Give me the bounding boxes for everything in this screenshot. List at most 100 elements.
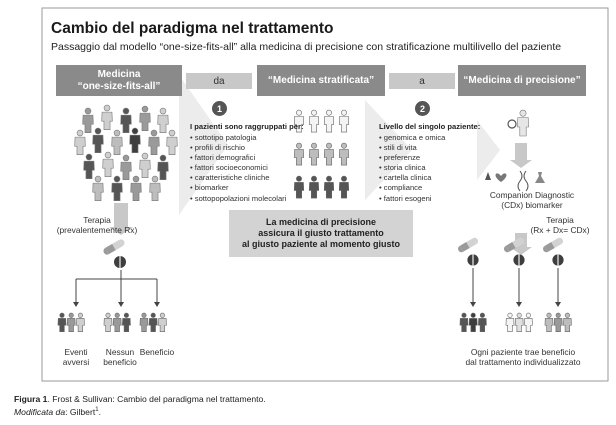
- caption-line1: Figura 1. Frost & Sullivan: Cambio del p…: [14, 394, 266, 405]
- person-icon: [324, 143, 334, 165]
- person-icon: [294, 176, 304, 198]
- step1-item: • fattori socioeconomici: [190, 163, 286, 173]
- person-icon: [140, 313, 148, 332]
- person-head: [296, 176, 301, 181]
- person-icon: [545, 313, 553, 332]
- person-icon: [76, 313, 84, 332]
- step-badge-1: 1: [212, 101, 227, 116]
- person-head: [142, 106, 148, 112]
- person-body: [104, 318, 112, 331]
- step1-item: • caratteristiche cliniche: [190, 173, 286, 183]
- person-head: [151, 313, 155, 317]
- person-head: [104, 105, 110, 111]
- person-icon: [339, 143, 349, 165]
- person-body: [130, 135, 141, 153]
- person-icon: [102, 105, 113, 130]
- person-icon: [67, 313, 75, 332]
- person-body: [112, 183, 123, 201]
- person-body: [324, 182, 334, 198]
- person-icon: [58, 313, 66, 332]
- person-icon: [112, 130, 123, 155]
- person-body: [167, 137, 178, 155]
- message-line2: assicura il giusto trattamento: [242, 228, 400, 239]
- outcome-benefit-line1: Beneficio: [134, 347, 180, 357]
- right-outcome-line1: Ogni paziente trae beneficio: [458, 347, 588, 357]
- outcome-benefit-label: Beneficio: [134, 347, 180, 357]
- chevron-arrow-3: [477, 120, 500, 180]
- person-body: [309, 116, 319, 132]
- arrow-down-icon: [555, 302, 561, 307]
- right-outcome-label: Ogni paziente trae beneficiodal trattame…: [458, 347, 588, 367]
- person-head: [114, 130, 120, 136]
- person-body: [140, 318, 148, 331]
- person-body: [75, 137, 86, 155]
- person-head: [311, 110, 316, 115]
- person-icon: [121, 155, 132, 180]
- arrow-down-icon: [73, 302, 79, 307]
- person-head: [160, 313, 164, 317]
- person-head: [326, 110, 331, 115]
- step-badge-2: 2: [415, 101, 430, 116]
- connector-da: da: [186, 73, 252, 89]
- step2-item: • genomica e omica: [379, 133, 445, 143]
- person-body: [83, 115, 94, 133]
- person-icon: [469, 313, 477, 332]
- pill-icon: [457, 237, 480, 254]
- message-line1: La medicina di precisione: [242, 217, 400, 228]
- person-body: [515, 318, 523, 331]
- person-head: [341, 110, 346, 115]
- person-head: [462, 313, 466, 317]
- person-head: [95, 176, 101, 182]
- person-icon: [554, 313, 562, 332]
- person-body: [545, 318, 553, 331]
- person-icon: [84, 154, 95, 179]
- person-head: [517, 313, 521, 317]
- caption-modified: Modificata da: [14, 407, 65, 417]
- person-body: [93, 135, 104, 153]
- person-icon: [309, 176, 319, 198]
- person-head: [169, 130, 175, 136]
- person-body: [324, 116, 334, 132]
- person-body: [506, 318, 514, 331]
- companion-line1: Companion Diagnostic: [477, 190, 587, 200]
- person-head: [95, 128, 101, 134]
- step1-list: • sottotipo patologia • profili di risch…: [190, 133, 286, 204]
- person-head: [565, 313, 569, 317]
- step2-list: • genomica e omica • stili di vita • pre…: [379, 133, 445, 204]
- person-body: [294, 149, 304, 165]
- person-icon: [515, 313, 523, 332]
- person-body: [93, 183, 104, 201]
- person-icon: [150, 176, 161, 201]
- person-icon: [140, 106, 151, 131]
- person-icon: [149, 313, 157, 332]
- caption-source: : Gilbert: [65, 407, 95, 417]
- person-body: [517, 118, 528, 137]
- person-head: [341, 176, 346, 181]
- person-head: [151, 130, 157, 136]
- caption-text: . Frost & Sullivan: Cambio del paradigma…: [47, 394, 265, 404]
- person-icon: [339, 110, 349, 132]
- person-body: [339, 149, 349, 165]
- heart-icon: [496, 173, 507, 182]
- person-body: [563, 318, 571, 331]
- figure-caption: Figura 1. Frost & Sullivan: Cambio del p…: [14, 394, 266, 418]
- step1-item: • biomarker: [190, 183, 286, 193]
- left-therapy-line2: (prevalentemente Rx): [42, 225, 152, 235]
- stage-box-precisione: “Medicina di precisione”: [458, 65, 586, 96]
- person-head: [160, 155, 166, 161]
- step1-item: • profili di rischio: [190, 143, 286, 153]
- person-body: [113, 318, 121, 331]
- person-head: [124, 313, 128, 317]
- person-head: [480, 313, 484, 317]
- person-icon: [113, 313, 121, 332]
- step2-item: • stili di vita: [379, 143, 445, 153]
- person-body: [339, 182, 349, 198]
- pill-icon: [542, 237, 565, 254]
- person-icon: [506, 313, 514, 332]
- person-icon: [158, 313, 166, 332]
- person-head: [296, 143, 301, 148]
- person-body: [294, 182, 304, 198]
- caption-end: .: [99, 407, 101, 417]
